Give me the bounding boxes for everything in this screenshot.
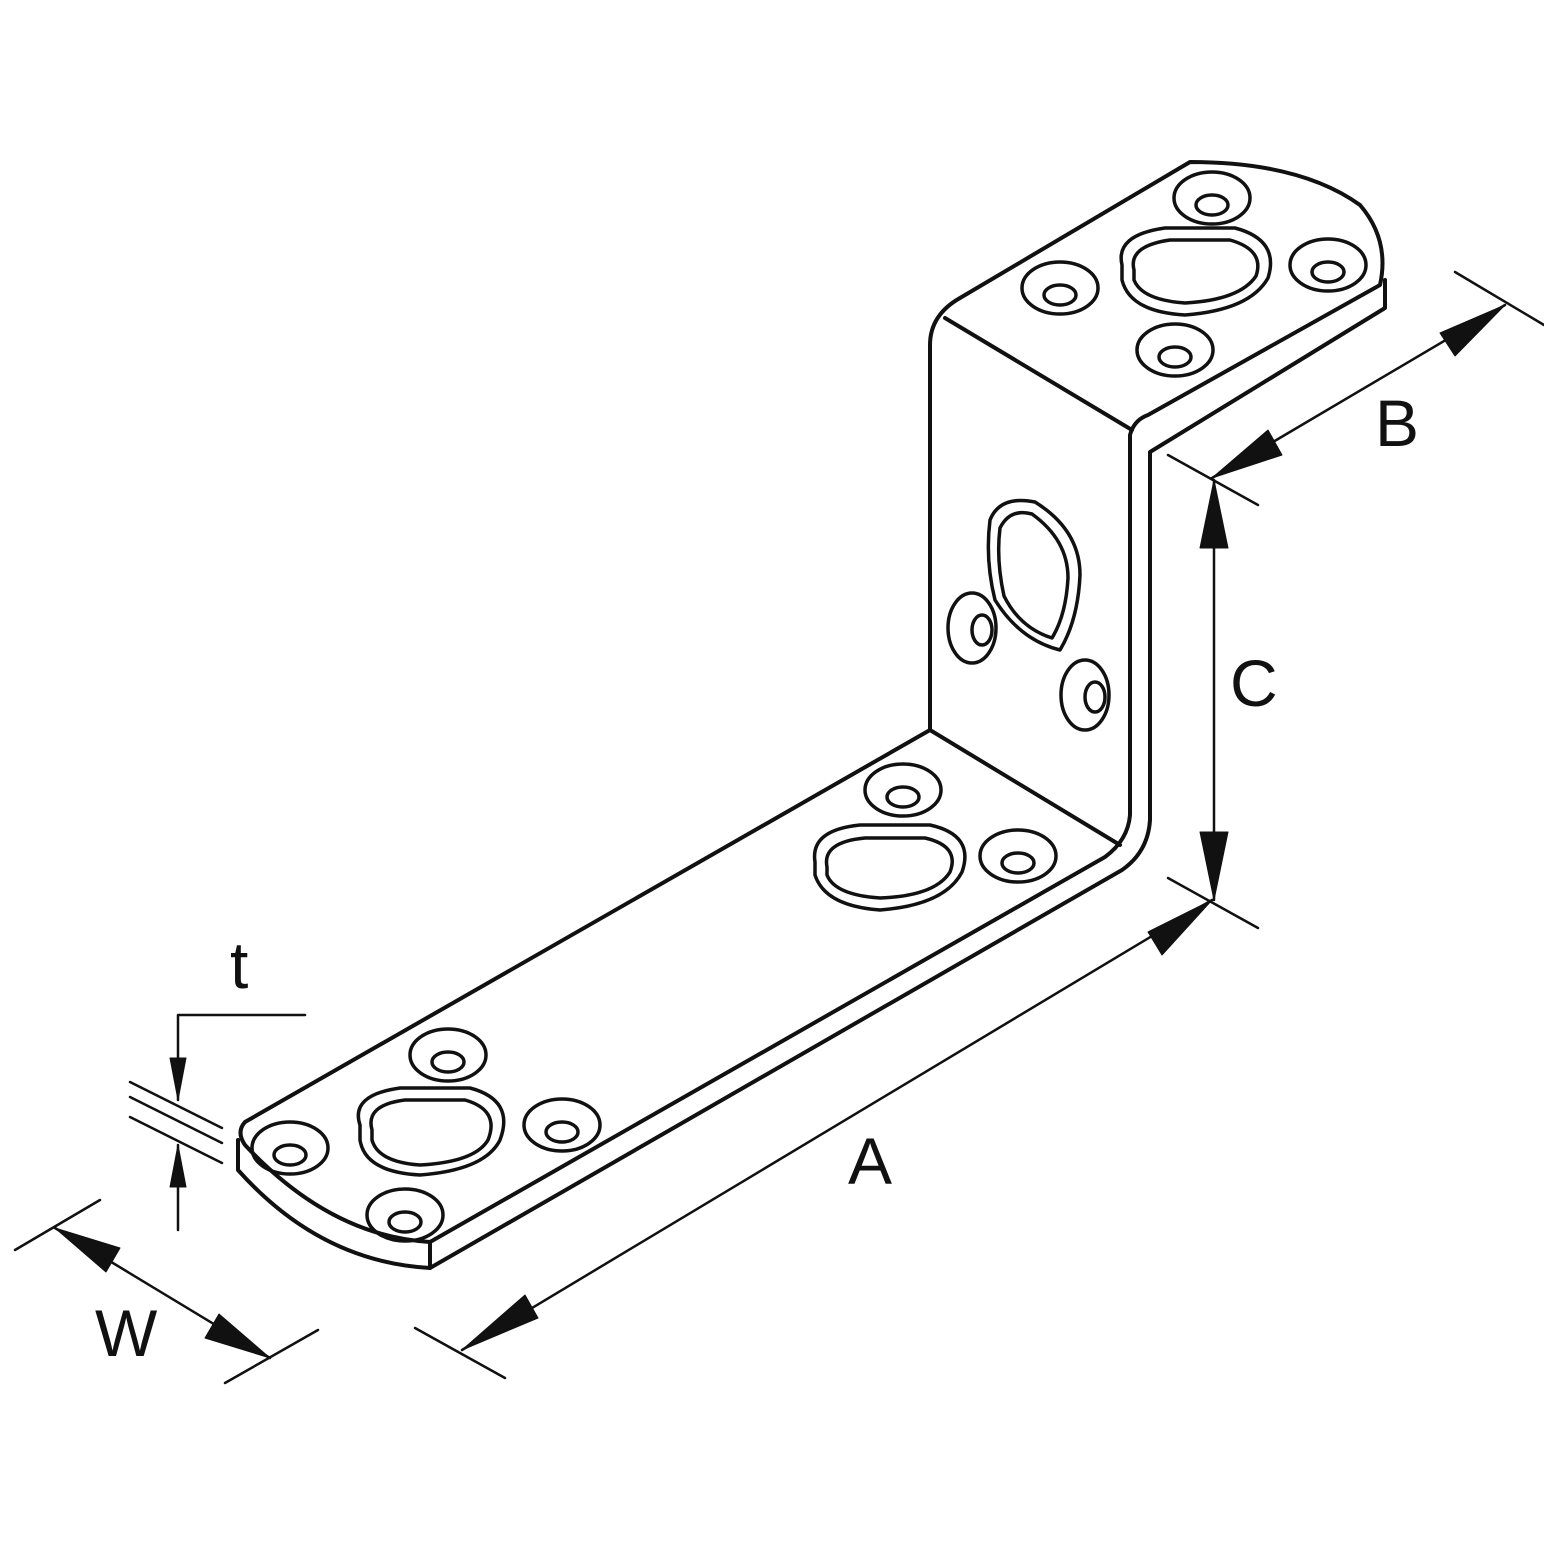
arrowheads <box>54 304 1506 1359</box>
dimension-label-A: A <box>848 1124 893 1198</box>
top-flange-holes <box>1020 170 1368 378</box>
arrowhead-B-top <box>1439 304 1506 357</box>
dim-t-extension-mid <box>128 1095 224 1145</box>
vertical-slot-inner <box>996 510 1070 640</box>
countersunk-hole <box>978 828 1058 884</box>
countersunk-hole <box>522 1097 602 1153</box>
countersunk-hole <box>250 1120 330 1176</box>
dim-B-extension-right <box>1453 270 1544 327</box>
dim-A-line <box>460 898 1214 1352</box>
countersunk-hole <box>1042 283 1078 307</box>
dim-t-leader <box>176 1013 307 1102</box>
arrowhead-A-left <box>461 1294 539 1351</box>
dim-W-extension-right <box>223 1328 320 1385</box>
web-holes <box>946 498 1111 732</box>
countersunk-hole <box>272 1143 308 1167</box>
slot-hole <box>812 823 967 912</box>
dim-t-extension-bottom <box>128 1115 224 1165</box>
z-bracket-outline <box>236 160 1387 1270</box>
dimension-label-B: B <box>1375 386 1420 460</box>
countersunk-hole <box>1310 260 1346 284</box>
web-hole <box>1059 658 1111 732</box>
countersunk-hole <box>387 1210 423 1234</box>
countersunk-hole <box>408 1027 488 1083</box>
dim-t-extension-top <box>128 1080 224 1130</box>
countersunk-hole <box>885 785 921 809</box>
bottom-flange-edge <box>236 278 1387 1270</box>
dimension-label-W: W <box>95 1296 158 1370</box>
web-hole <box>1083 680 1107 714</box>
arrowhead-C-bottom <box>1199 831 1229 901</box>
countersunk-hole <box>863 762 943 818</box>
arrowhead-A-right <box>1147 899 1213 956</box>
vertical-slot <box>986 498 1082 652</box>
countersunk-hole <box>1135 322 1215 378</box>
slot-hole <box>1119 226 1273 317</box>
countersunk-hole <box>1194 193 1230 217</box>
dim-A-extension-left <box>413 1326 507 1380</box>
countersunk-hole <box>1020 260 1100 316</box>
bottom-flange-holes <box>250 762 1058 1243</box>
countersunk-hole <box>1172 170 1252 226</box>
slot-hole-inner <box>369 1098 493 1167</box>
upper-bend-line <box>943 316 1134 432</box>
web-hole <box>946 591 998 665</box>
countersunk-hole <box>1288 237 1368 293</box>
countersunk-hole <box>430 1050 466 1074</box>
arrowhead-t-bottom <box>169 1144 187 1188</box>
arrowhead-t-top <box>169 1057 187 1101</box>
dim-A-extension-right <box>1166 876 1260 930</box>
slot-hole <box>356 1086 506 1177</box>
arrowhead-W-right <box>204 1313 271 1359</box>
dimension-lines <box>13 270 1544 1385</box>
countersunk-hole <box>544 1120 580 1144</box>
countersunk-hole <box>1157 345 1193 369</box>
slot-hole-inner <box>1131 238 1260 305</box>
slot-hole-inner <box>824 836 954 900</box>
dim-W-extension-left <box>13 1198 102 1252</box>
countersunk-hole <box>365 1187 445 1243</box>
lower-bend-line <box>928 728 1122 847</box>
web-hole <box>970 613 994 647</box>
bottom-flange-top-face <box>238 160 1385 1244</box>
dimension-label-C: C <box>1230 646 1278 720</box>
dimension-label-t: t <box>230 928 249 1002</box>
arrowhead-B-bottom <box>1211 429 1283 479</box>
countersunk-hole <box>1000 851 1036 875</box>
arrowhead-W-left <box>54 1227 121 1273</box>
arrowhead-C-top <box>1199 479 1229 549</box>
